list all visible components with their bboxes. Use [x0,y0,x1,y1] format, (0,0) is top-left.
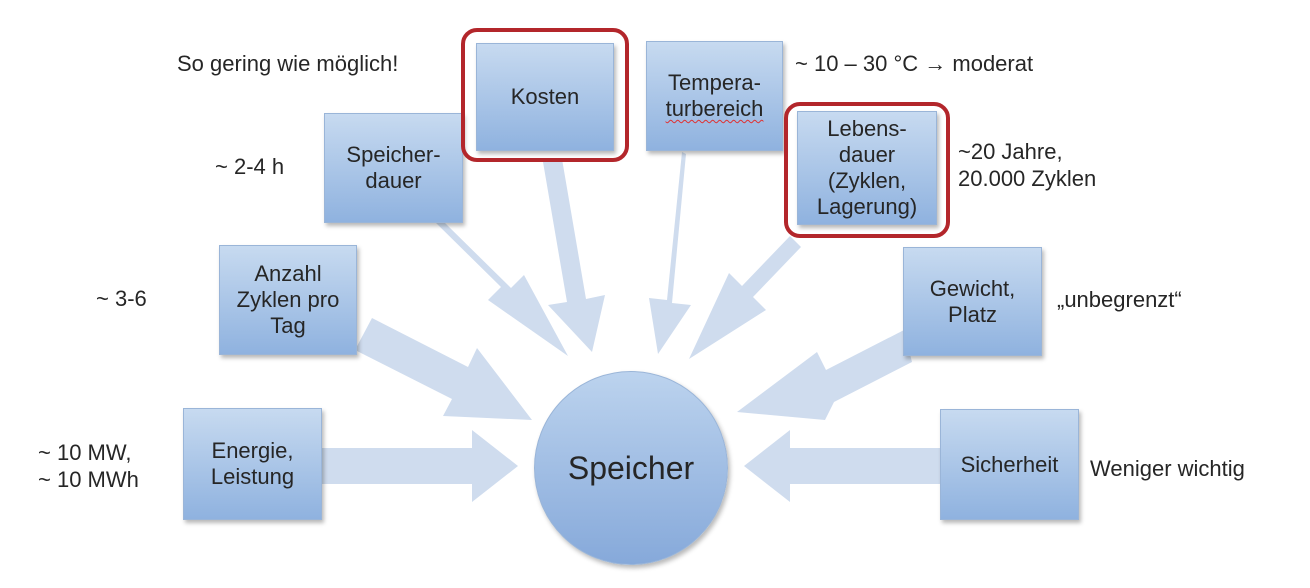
note-kosten: So gering wie möglich! [177,51,399,76]
box-lebensdauer-line3: (Zyklen, [827,168,907,193]
box-lebensdauer-line4: Lagerung) [816,194,918,219]
note-energie: ~ 10 MW,~ 10 MWh [38,439,139,493]
note-lebensdauer-line2: 20.000 Zyklen [958,166,1097,191]
box-zyklen-line2: Zyklen pro [236,287,340,312]
box-temperatur-line1: Tempera- [668,70,761,95]
arrow-temperatur [649,152,691,354]
highlight-lebensdauer [784,102,950,238]
note-speicherdauer: ~ 2-4 h [215,154,285,179]
arrow-energie [322,430,518,502]
note-energie-line1: ~ 10 MW, [38,440,132,465]
note-energie-line2: ~ 10 MWh [38,467,139,492]
box-sicherheit-line1: Sicherheit [960,451,1059,477]
note-gewicht: „unbegrenzt“ [1057,287,1182,312]
box-speicherdauer: Speicher-dauer [324,113,463,223]
box-kosten-line1: Kosten [510,84,580,109]
box-lebensdauer: Lebens-dauer(Zyklen,Lagerung) [797,111,937,225]
note-lebensdauer-line1: ~20 Jahre, [958,139,1063,164]
box-temperatur: Tempera-turbereich [646,41,783,151]
box-speicherdauer-line2: dauer [365,168,422,193]
note-lebensdauer: ~20 Jahre,20.000 Zyklen [958,138,1096,192]
arrow-kosten [543,159,605,352]
note-zyklen: ~ 3-6 [96,286,147,311]
box-energie-line1: Energie, [211,438,294,463]
box-temperatur-line2: turbereich [665,96,764,121]
arrow-zyklen [355,318,532,420]
box-gewicht-line1: Gewicht, [929,275,1016,301]
arrow-sicherheit [744,430,940,502]
note-sicherheit: Weniger wichtig [1090,456,1245,481]
arrow-lebensdauer [689,236,801,359]
note-temperatur: ~ 10 – 30 °C → moderat [795,51,1034,76]
box-energie: Energie,Leistung [183,408,322,520]
speicher-label: Speicher [567,449,695,486]
box-zyklen-line1: Anzahl [254,261,322,286]
box-speicherdauer-line1: Speicher- [346,142,441,167]
box-energie-line2: Leistung [210,464,295,489]
box-lebensdauer-line1: Lebens- [827,116,907,141]
arrow-gewicht [737,330,912,420]
box-lebensdauer-line2: dauer [838,142,896,167]
speicher-circle: Speicher [534,371,728,565]
box-sicherheit: Sicherheit [940,409,1079,520]
arrow-speicherdauer [435,222,568,356]
highlight-kosten [461,28,629,162]
box-kosten: Kosten [476,43,614,151]
box-gewicht: Gewicht,Platz [903,247,1042,356]
box-gewicht-line2: Platz [948,301,997,327]
box-zyklen-line3: Tag [270,313,306,338]
